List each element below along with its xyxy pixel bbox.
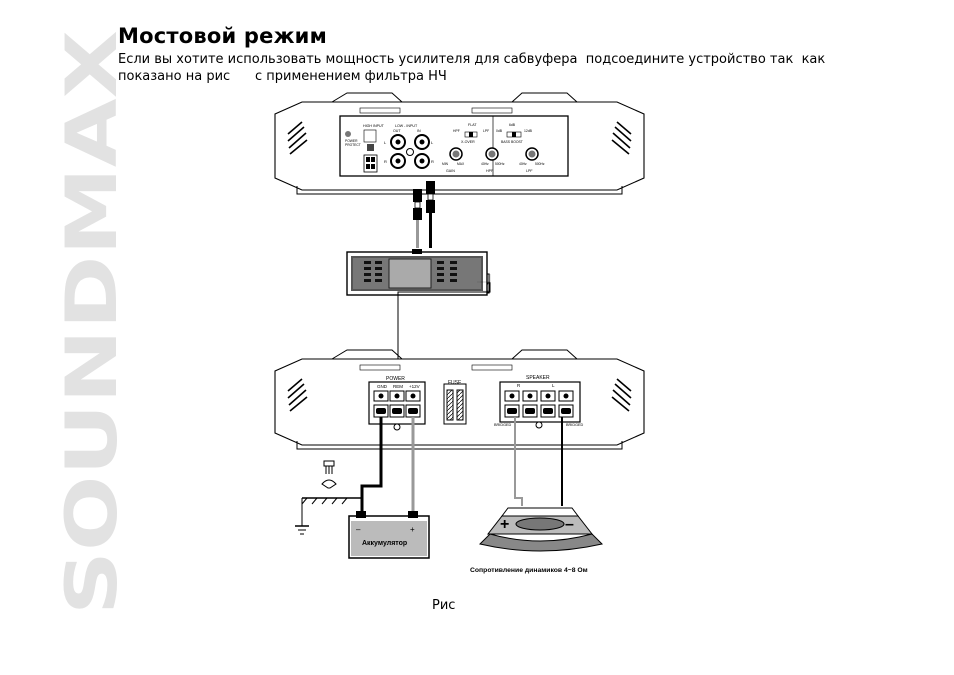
battery: – + Аккумулятор xyxy=(348,511,430,559)
paragraph-line-1: Если вы хотите использовать мощность уси… xyxy=(118,52,826,67)
cooling-vents-right xyxy=(611,121,632,155)
label-l-in: L xyxy=(431,140,434,145)
cooling-vents-bottom-left xyxy=(287,378,308,412)
label-lpf-switch: LPF xyxy=(483,129,489,133)
label-gain: GAIN xyxy=(446,169,455,173)
label-r-out: R xyxy=(384,159,387,164)
top-amplifier: POWER PROTECT HIGH INPUT LOW - INPUT OUT… xyxy=(274,92,645,195)
subwoofer-speaker: + – xyxy=(479,507,603,552)
remote-wire-path xyxy=(487,273,491,282)
label-out: OUT xyxy=(393,129,401,133)
lpf-knob xyxy=(525,147,539,161)
terminal-label-rem: REM xyxy=(393,384,403,389)
label-6db: 6dB xyxy=(509,123,516,127)
gain-knob xyxy=(449,147,463,161)
label-hpf-40hz: 40Hz xyxy=(481,162,489,166)
page-title: Мостовой режим xyxy=(118,24,327,48)
terminal-label-speaker: SPEAKER xyxy=(526,375,550,381)
cooling-vents-left xyxy=(287,121,308,155)
label-power: POWER xyxy=(345,139,358,143)
control-panel xyxy=(339,115,569,177)
brand-logo: SOUNDMAX xyxy=(58,30,128,615)
terminal-label-12v: +12V xyxy=(409,384,420,389)
label-high-input: HIGH INPUT xyxy=(363,124,385,128)
label-l-out: L xyxy=(384,140,387,145)
battery-plus: + xyxy=(410,525,415,534)
label-hpf-500hz: 500Hz xyxy=(495,162,505,166)
bottom-amplifier: POWER GND REM +12V FUSE SPEAKER R L xyxy=(274,349,645,450)
label-lpf-500hz: 500Hz xyxy=(535,162,545,166)
rem-wire-visible xyxy=(397,282,491,376)
terminal-label-gnd: GND xyxy=(377,384,388,389)
label-bass-boost: BASS BOOST xyxy=(501,140,523,144)
label-lpf-40hz: 40Hz xyxy=(519,162,527,166)
label-in: IN xyxy=(417,129,421,133)
label-r-in: R xyxy=(431,159,434,164)
rca-plugs xyxy=(413,181,435,248)
terminal-label-r: R xyxy=(517,383,521,388)
label-max: MAX xyxy=(457,162,465,166)
intro-paragraph: Если вы хотите использовать мощность уси… xyxy=(118,51,878,85)
power-led-icon xyxy=(345,131,351,137)
power-connector xyxy=(363,154,378,173)
figure-caption: Рис xyxy=(432,598,456,613)
label-flat: FLAT xyxy=(468,123,477,127)
head-unit xyxy=(346,249,488,296)
brand-text: SOUNDMAX xyxy=(58,30,128,615)
battery-label: Аккумулятор xyxy=(362,540,407,547)
head-unit-display xyxy=(388,258,432,289)
rca-jacks xyxy=(390,134,430,169)
ground-screw-icon xyxy=(321,460,337,489)
speaker-plus: + xyxy=(500,516,509,533)
ground-symbol-icon xyxy=(295,497,362,535)
label-12db: 12dB xyxy=(524,129,533,133)
label-protect: PROTECT xyxy=(345,143,361,147)
terminal-label-power: POWER xyxy=(386,376,405,382)
speaker-impedance-label: Сопротивление динамиков 4~8 Ом xyxy=(470,567,588,574)
terminal-label-bridged-left: BRIDGED xyxy=(494,423,512,427)
label-min: MIN xyxy=(442,162,449,166)
label-hpf-switch: HPF xyxy=(453,129,460,133)
ground-wire xyxy=(360,417,383,516)
cooling-vents-bottom-right xyxy=(611,378,632,412)
high-input-connector xyxy=(363,129,377,143)
speaker-minus: – xyxy=(565,516,574,533)
paragraph-line-2: показано на рис с применением фильтра НЧ xyxy=(118,69,447,84)
terminal-label-fuse: FUSE xyxy=(448,380,462,386)
terminal-label-l: L xyxy=(552,383,555,388)
bridge-wiring-diagram: POWER PROTECT HIGH INPUT LOW - INPUT OUT… xyxy=(274,92,645,574)
label-xover: X-OVER xyxy=(461,140,475,144)
battery-minus: – xyxy=(356,525,361,534)
label-hpf: HPF xyxy=(486,169,494,173)
label-lpf: LPF xyxy=(526,169,533,173)
label-0db: 0dB xyxy=(496,129,503,133)
label-low-input: LOW - INPUT xyxy=(395,124,418,128)
hpf-knob xyxy=(485,147,499,161)
speaker-wire-positive xyxy=(514,417,523,506)
terminal-label-bridged-right: BRIDGED xyxy=(566,423,584,427)
